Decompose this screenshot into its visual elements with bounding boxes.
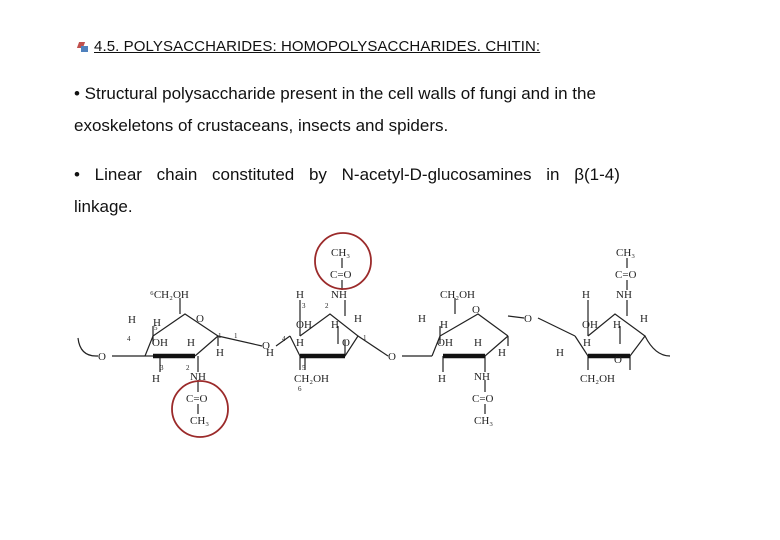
ring3-h4: H — [418, 313, 426, 325]
ring1-h2: H — [187, 337, 195, 349]
ring4-h4b: H — [556, 347, 564, 359]
highlight-circle-bottom — [171, 380, 229, 438]
bullet-linear-chain: • Linear chain constituted by N-acetyl-D… — [74, 159, 666, 223]
ring4-co: C=O — [615, 269, 637, 281]
ring2-nh: NH — [331, 289, 347, 301]
ring4-ch3: CH₃ — [616, 247, 635, 259]
ring4-h3: H — [582, 289, 590, 301]
ring1-o: O — [196, 313, 204, 325]
ring2-pos5: 5 — [302, 364, 306, 372]
ring4-h2: H — [613, 319, 621, 331]
ring2-pos1: 1 — [363, 334, 367, 342]
ring3-o: O — [472, 304, 480, 316]
slide-title-text: 4.5. POLYSACCHARIDES: HOMOPOLYSACCHARIDE… — [94, 38, 541, 55]
ring3-h2: H — [474, 337, 482, 349]
ring1-co: C=O — [186, 393, 208, 405]
ring2-pos6: 6 — [298, 385, 302, 393]
bullet-linear-chain-line2: linkage. — [74, 197, 133, 216]
ring3-h3: H — [438, 373, 446, 385]
glyco-o-1: O — [262, 340, 270, 352]
ring2-ch3: CH₃ — [331, 247, 350, 259]
glyco-o-3: O — [524, 313, 532, 325]
ring2-pos2: 2 — [325, 302, 329, 310]
ring2-pos4: 4 — [282, 335, 286, 343]
ring2-oh: OH — [296, 319, 312, 331]
ring4-o: O — [614, 354, 622, 366]
ring3-co: C=O — [472, 393, 494, 405]
ring1-ch3: CH₃ — [190, 415, 209, 427]
ring4-oh: OH — [582, 319, 598, 331]
ring1-ch2oh: ⁶CH₂OH — [150, 289, 189, 301]
ring2-pos3: 3 — [302, 302, 306, 310]
ring3-h1: H — [498, 347, 506, 359]
ring1-h1: H — [216, 347, 224, 359]
ring1-pos4: 4 — [127, 335, 131, 343]
ring1-h3: H — [152, 373, 160, 385]
ring1-pos2: 2 — [186, 364, 190, 372]
glyco-o-left: O — [98, 351, 106, 363]
ring4-nh: NH — [616, 289, 632, 301]
ring4-h1: H — [640, 313, 648, 325]
glyco-o-2: O — [388, 351, 396, 363]
slide-title: 4.5. POLYSACCHARIDES: HOMOPOLYSACCHARIDE… — [78, 38, 540, 55]
ring3-ch2oh: CH₂OH — [440, 289, 475, 301]
ring1-h5: H — [153, 317, 161, 329]
ring2-h4: H — [296, 337, 304, 349]
ring1-h4: H — [128, 314, 136, 326]
ring3-ch3: CH₃ — [474, 415, 493, 427]
bullet-arrow-icon — [78, 42, 88, 52]
ring4-h4: H — [583, 337, 591, 349]
ring3-h5: H — [440, 319, 448, 331]
ring2-o: O — [342, 337, 350, 349]
link1-pos1: 1 — [234, 332, 238, 340]
ring4-ch2oh: CH₂OH — [580, 373, 615, 385]
ring1-pos1: 1 — [218, 332, 222, 340]
ring1-nh: NH — [190, 371, 206, 383]
ring2-h3: H — [296, 289, 304, 301]
bullet-structural: • Structural polysaccharide present in t… — [74, 84, 596, 135]
ring3-nh: NH — [474, 371, 490, 383]
ring2-ch2oh: CH₂OH — [294, 373, 329, 385]
bullet-linear-chain-line1: • Linear chain constituted by N-acetyl-D… — [74, 165, 620, 184]
ring1-pos3: 3 — [160, 364, 164, 372]
ring3-oh: OH — [437, 337, 453, 349]
ring2-h2: H — [331, 319, 339, 331]
ring2-h1: H — [354, 313, 362, 325]
ring1-oh: OH — [152, 337, 168, 349]
ring2-h4b: H — [266, 347, 274, 359]
ring2-co: C=O — [330, 269, 352, 281]
ring1-pos5: 5 — [154, 324, 158, 332]
highlight-circle-top — [314, 232, 372, 290]
